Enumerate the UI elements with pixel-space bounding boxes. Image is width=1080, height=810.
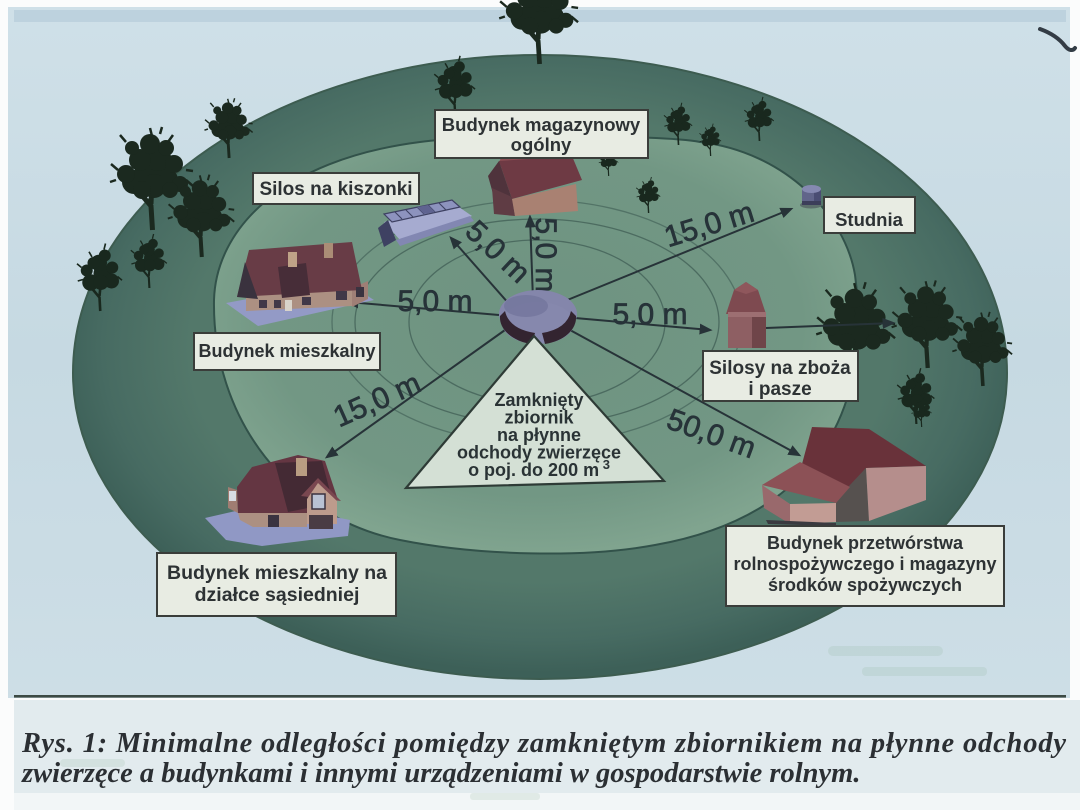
svg-text:Silosy na zboża: Silosy na zboża <box>709 358 851 379</box>
svg-text:o poj. do 200 m 3: o poj. do 200 m 3 <box>468 457 610 480</box>
svg-text:Budynek mieszkalny na: Budynek mieszkalny na <box>167 562 387 584</box>
svg-text:środków spożywczych: środków spożywczych <box>768 575 962 595</box>
svg-text:5,0 m: 5,0 m <box>612 298 687 331</box>
svg-text:5,0 m: 5,0 m <box>397 285 472 318</box>
svg-text:na płynne: na płynne <box>497 425 581 445</box>
svg-text:ogólny: ogólny <box>511 134 572 155</box>
svg-text:5,0 m: 5,0 m <box>529 217 562 292</box>
svg-text:Silos na kiszonki: Silos na kiszonki <box>259 179 412 200</box>
svg-text:działce sąsiedniej: działce sąsiedniej <box>195 584 360 606</box>
svg-text:rolnospożywczego i magazyny: rolnospożywczego i magazyny <box>733 554 996 574</box>
svg-text:Budynek magazynowy: Budynek magazynowy <box>442 114 641 135</box>
svg-text:Rys. 1: Minimalne odległości p: Rys. 1: Minimalne odległości pomiędzy za… <box>21 728 1066 759</box>
svg-text:Budynek przetwórstwa: Budynek przetwórstwa <box>767 533 964 553</box>
svg-text:Studnia: Studnia <box>835 209 904 230</box>
svg-text:i pasze: i pasze <box>748 379 811 400</box>
svg-text:Zamknięty: Zamknięty <box>494 390 583 410</box>
svg-text:odchody zwierzęce: odchody zwierzęce <box>457 443 621 463</box>
svg-text:Budynek mieszkalny: Budynek mieszkalny <box>198 341 375 361</box>
svg-text:zwierzęce a budynkami i innymi: zwierzęce a budynkami i innymi urządzeni… <box>21 758 860 789</box>
svg-text:zbiornik: zbiornik <box>504 408 574 428</box>
